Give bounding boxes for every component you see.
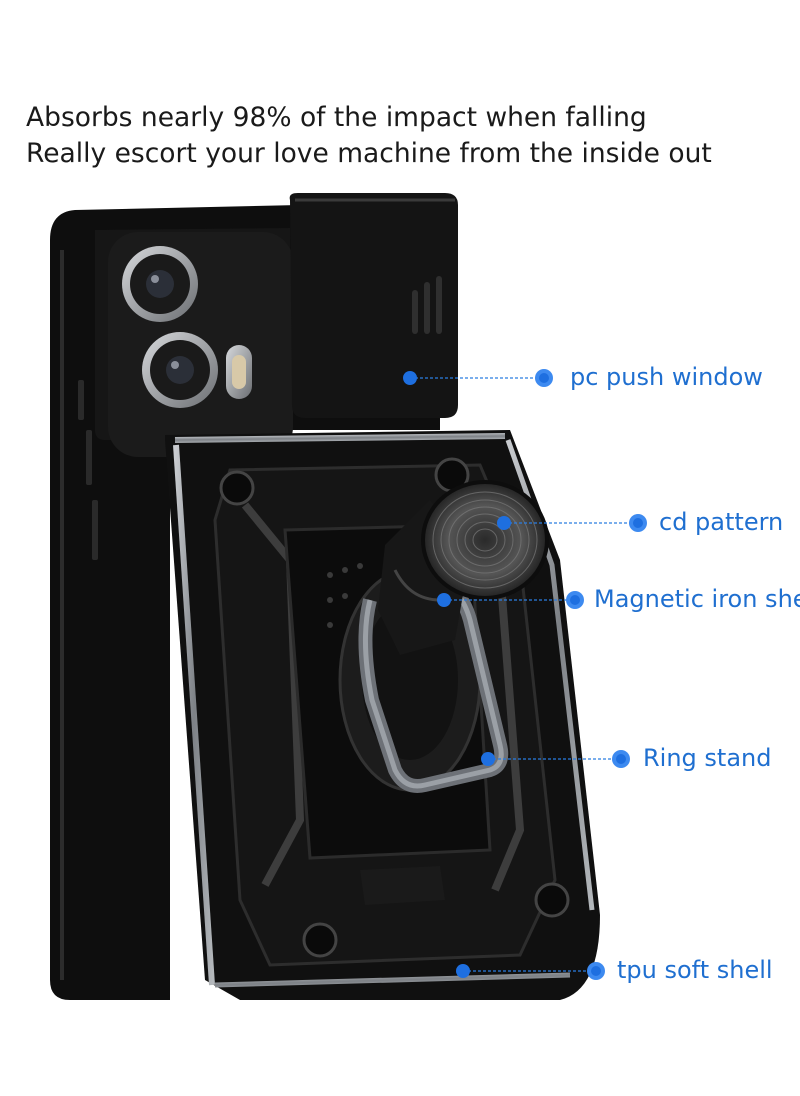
callout-ring-stand: Ring stand [643,744,772,772]
callout-dots [403,369,647,980]
headline-line-1: Absorbs nearly 98% of the impact when fa… [26,102,647,133]
pc-push-window [289,193,458,418]
callout-cd-pattern: cd pattern [659,508,784,536]
callout-tpu-soft-shell: tpu soft shell [617,956,773,984]
cd-pattern-cap [378,480,549,655]
headline-line-2: Really escort your love machine from the… [26,138,712,169]
camera-module [108,232,293,457]
callout-magnetic-iron-sheet: Magnetic iron shee [594,585,800,613]
ring-stand [358,582,509,793]
headline: Absorbs nearly 98% of the impact when fa… [26,100,712,172]
callout-leaders [410,377,638,972]
callout-pc-push-window: pc push window [570,363,763,391]
